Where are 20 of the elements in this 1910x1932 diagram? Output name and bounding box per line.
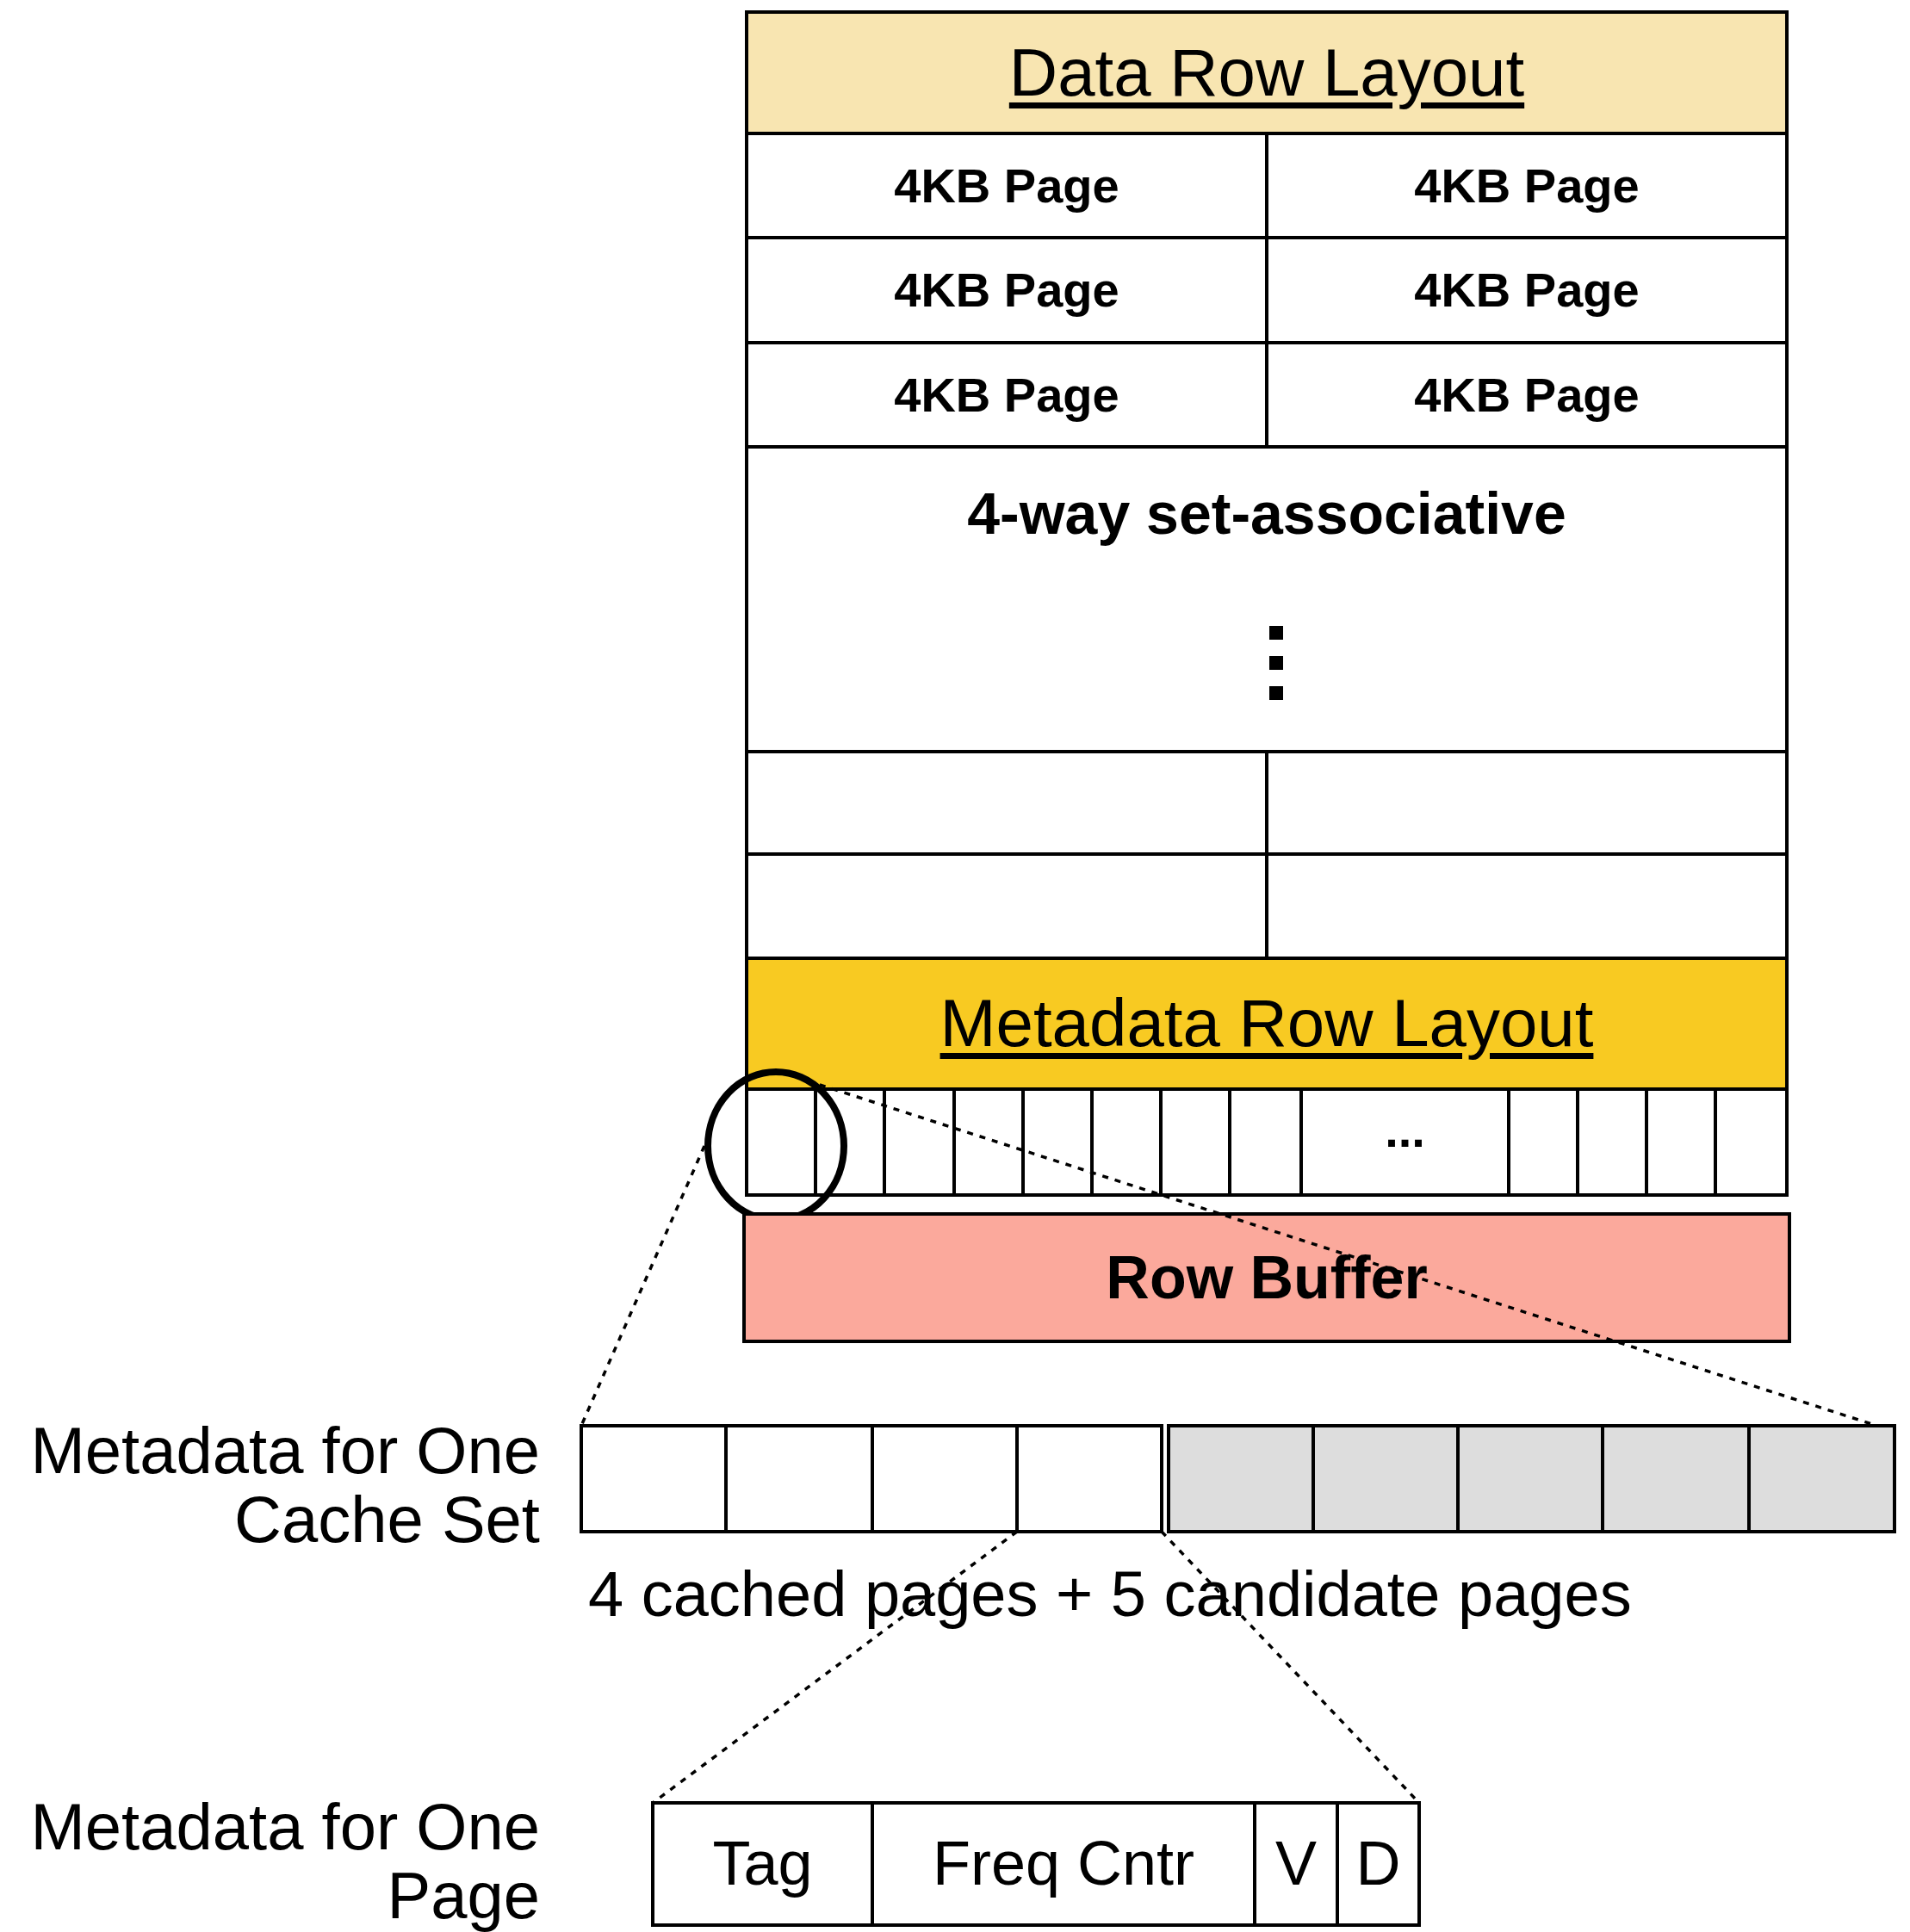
cell-label: 4-way set-associative [967, 481, 1566, 546]
row-buffer-box [742, 1212, 1791, 1343]
ellipsis-mark: ... [1385, 1103, 1425, 1157]
cell-label: 4KB Page [1414, 158, 1640, 213]
section-title: Data Row Layout [1008, 35, 1525, 110]
caption-text: 4 cached pages + 5 candidate pages [588, 1560, 1633, 1629]
cell-label: Row Buffer [1106, 1244, 1428, 1311]
cell-label: 4KB Page [1414, 368, 1640, 422]
cell-label: Freq Cntr [932, 1830, 1195, 1898]
row-label: Metadata for One Page [29, 1793, 540, 1930]
section-title: Metadata Row Layout [939, 987, 1594, 1061]
cell-label: 4KB Page [1414, 263, 1640, 317]
cell-label: 4KB Page [894, 368, 1119, 422]
cell-label: D [1355, 1830, 1401, 1898]
cell-label: 4KB Page [894, 158, 1119, 213]
row-label: Metadata for One Cache Set [29, 1416, 540, 1554]
leader-line [580, 1145, 706, 1427]
cell-label: V [1275, 1830, 1317, 1898]
cell-label: Tag [712, 1830, 813, 1898]
cell-label: 4KB Page [894, 263, 1119, 317]
